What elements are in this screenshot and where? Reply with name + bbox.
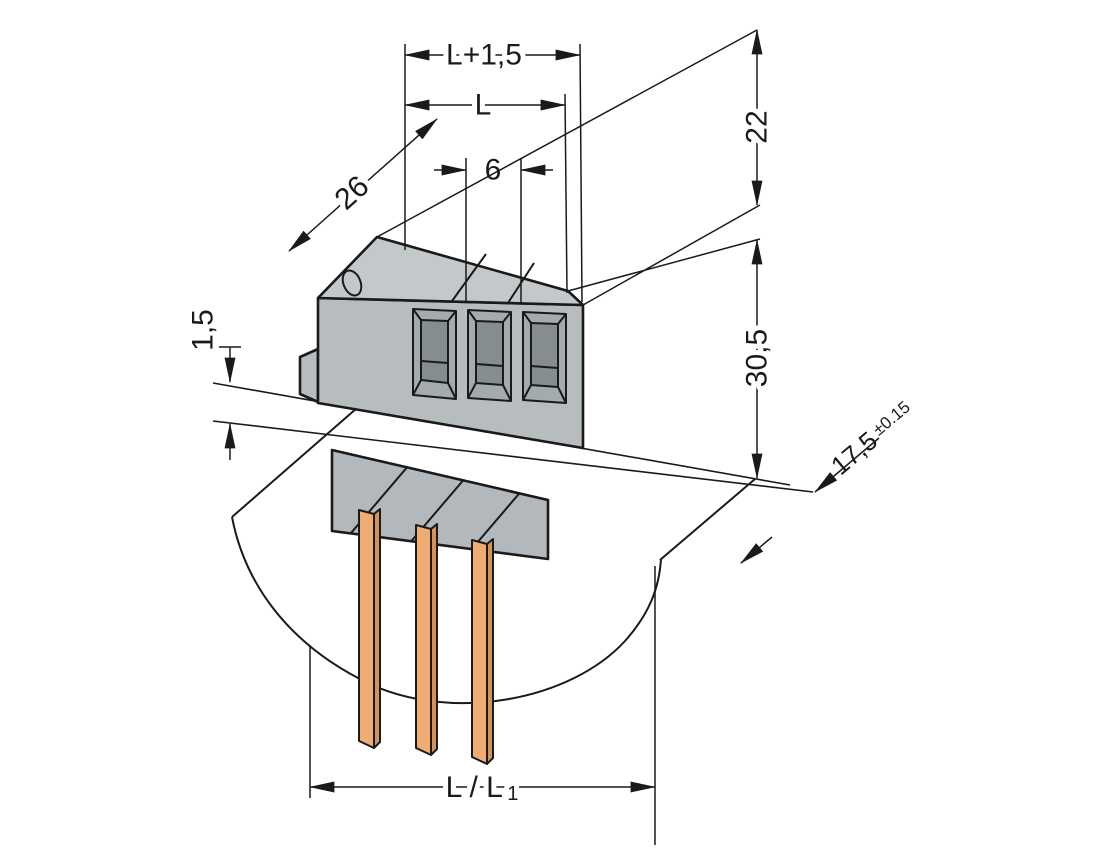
dimension-label: 22	[741, 110, 774, 143]
dimension-l: L	[403, 84, 567, 127]
clamp-opening	[412, 308, 457, 400]
plate-torn-edge	[231, 516, 662, 705]
pin-front-face	[358, 509, 375, 749]
dimension-value: 17,5	[825, 425, 883, 481]
dimension-value: L / L	[446, 771, 503, 804]
opening-hole	[475, 320, 504, 386]
dimension-subscript: 1	[507, 783, 518, 805]
terminal-block-body	[298, 235, 585, 450]
reference-diagonal	[376, 29, 758, 238]
clamp-ledge	[475, 363, 504, 367]
dimension-label: 30,5	[741, 329, 774, 387]
dimension-label: 1,5	[187, 309, 220, 351]
dimension-label: 17,5 ±0.15	[825, 395, 919, 481]
opening-bevel	[412, 379, 422, 396]
solder-pin	[471, 538, 494, 765]
mounting-plate	[231, 407, 756, 705]
opening-hole	[420, 319, 449, 384]
dimension-26: 26	[288, 118, 438, 252]
opening-bevel	[447, 310, 457, 322]
dimension-17-5: 17,5 ±0.15	[814, 395, 919, 493]
test-port-opening	[341, 269, 363, 297]
dimensions: L+1,5 L 6 26 1,5	[187, 28, 919, 845]
panel-bottom-surface-line	[212, 420, 814, 493]
base-pole-separator	[401, 469, 473, 553]
base-bottom-face	[330, 448, 550, 561]
top-pole-separator	[451, 253, 487, 302]
dimension-line	[288, 118, 438, 252]
plate-pointer-arrow	[740, 536, 773, 564]
opening-bevel	[557, 386, 567, 404]
dimension-label: L	[475, 89, 492, 122]
opening-bevel	[502, 384, 512, 402]
opening-bevel	[467, 309, 477, 322]
clamp-ledge	[530, 365, 559, 369]
opening-hole	[530, 322, 559, 388]
solder-pin	[415, 523, 438, 756]
pin-front-face	[471, 539, 488, 765]
clamp-ledge	[420, 360, 449, 364]
opening-bevel	[467, 382, 477, 399]
clamp-opening	[467, 309, 512, 402]
dimension-1-5: 1,5	[187, 309, 241, 460]
solder-pins	[358, 508, 494, 765]
opening-bevel	[412, 308, 422, 321]
plate-left-edge	[231, 407, 358, 518]
dimension-30-5: 30,5	[736, 238, 779, 480]
block-lower-base	[330, 448, 550, 561]
extension-line	[564, 93, 568, 294]
leader-line	[814, 437, 880, 493]
dimension-6: 6	[434, 149, 553, 192]
plate-right-edge	[659, 478, 756, 561]
solder-pin	[358, 508, 381, 749]
dimension-label: L+1,5	[446, 39, 522, 72]
dimension-label: L / L 1	[446, 771, 519, 806]
dimension-l-plus-1-5: L+1,5	[403, 34, 582, 77]
dimension-tolerance: ±0.15	[869, 397, 914, 439]
opening-bevel	[447, 382, 457, 400]
opening-bevel	[502, 311, 512, 323]
base-pole-separator	[344, 457, 416, 541]
dimension-l-l1: L / L 1	[308, 566, 657, 845]
clamp-opening	[522, 311, 567, 404]
dimension-22: 22	[736, 28, 779, 207]
reference-diagonal	[567, 238, 761, 292]
opening-bevel	[557, 313, 567, 325]
opening-bevel	[522, 311, 532, 324]
pin-front-face	[415, 524, 432, 756]
body-left-flange	[298, 347, 320, 404]
extension-line	[579, 43, 583, 303]
opening-bevel	[522, 384, 532, 401]
reference-diagonal	[582, 204, 761, 306]
